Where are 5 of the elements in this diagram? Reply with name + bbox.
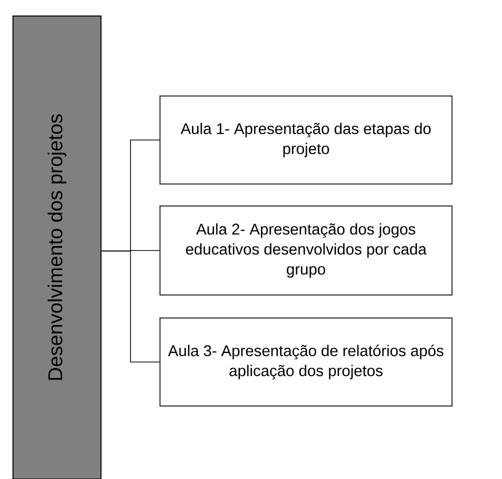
lesson-box: Aula 2- Apresentação dos jogos educativos desenvolvidos por cada grupo xyxy=(160,206,452,296)
connector-line xyxy=(101,250,160,362)
lesson-box: Aula 1- Apresentação das etapas do projeto xyxy=(160,96,452,184)
lesson-box: Aula 3- Apresentação de relatórios após aplicação dos projetos xyxy=(160,318,452,406)
title-bar: Desenvolvimento dos projetos xyxy=(12,16,102,479)
